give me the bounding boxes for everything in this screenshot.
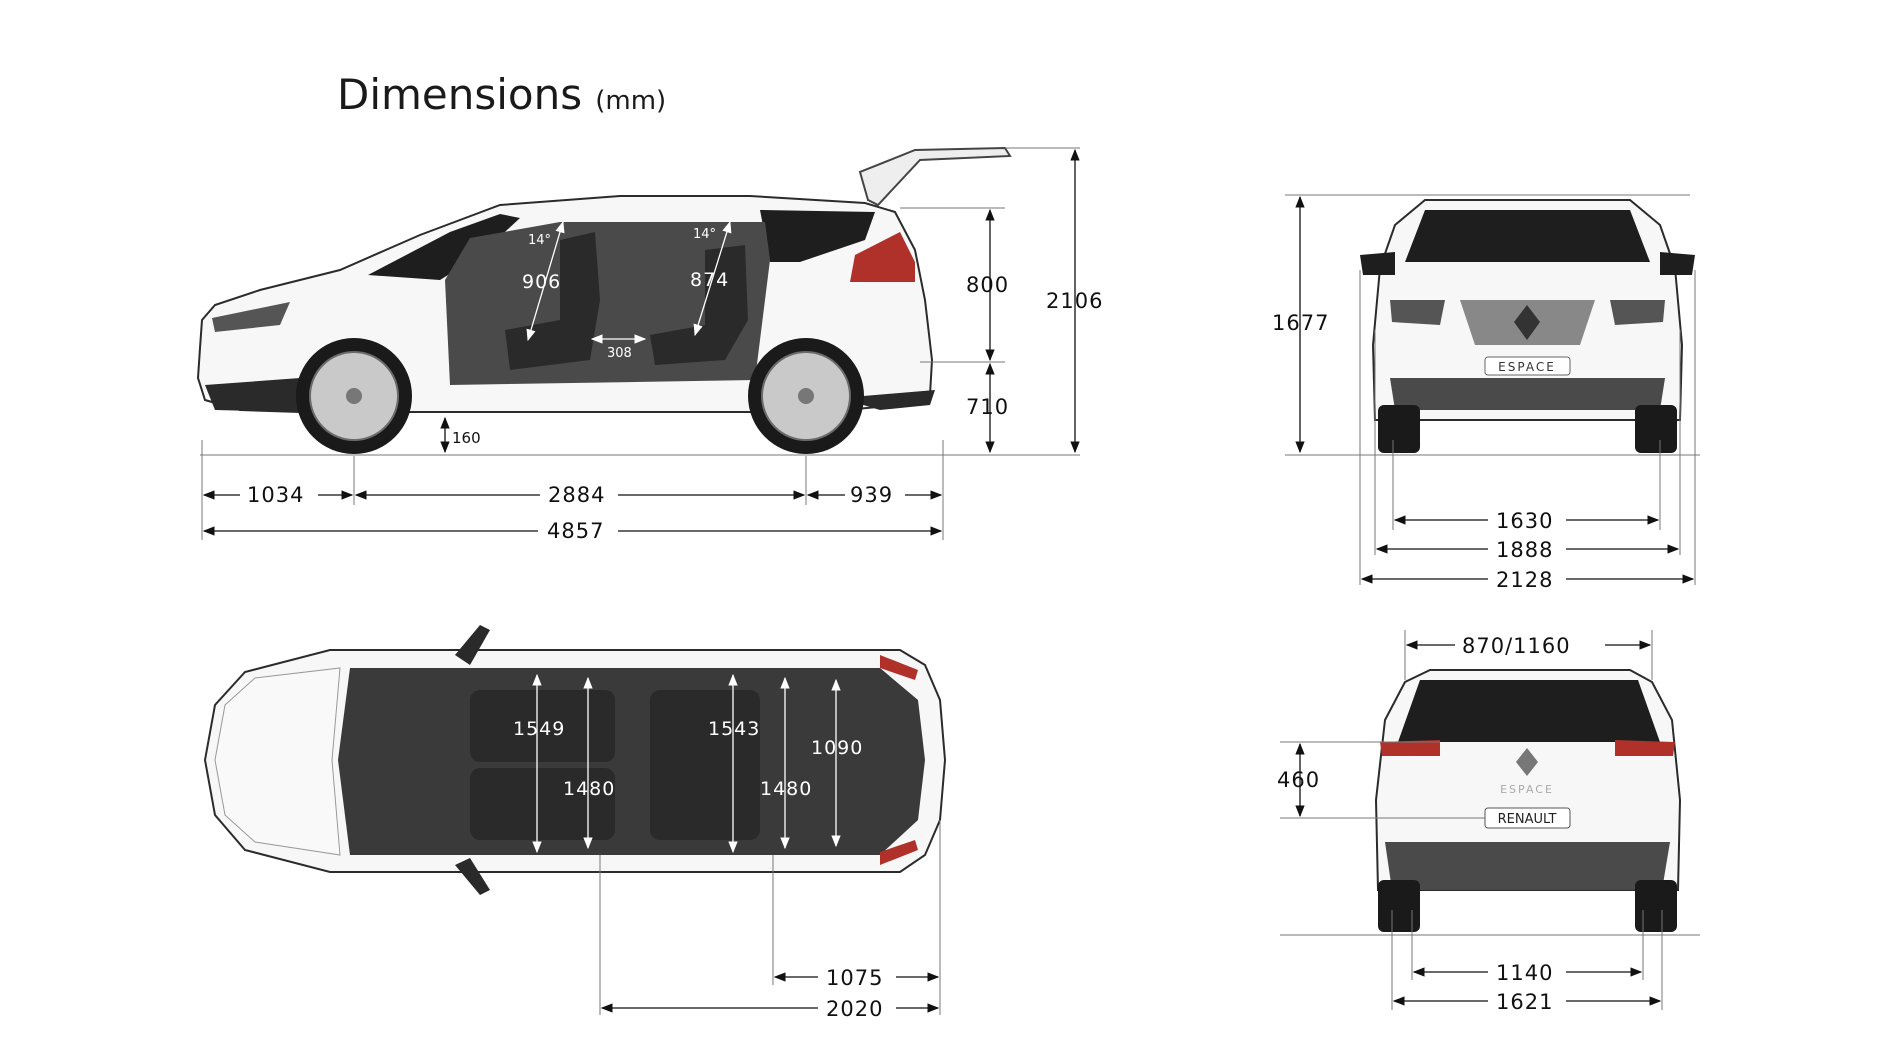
front-wheel — [296, 338, 412, 454]
rear-badge: ESPACE — [1500, 783, 1554, 796]
mirror-top-left — [455, 625, 490, 665]
logo-front — [1514, 305, 1540, 340]
front-badge-plate — [1484, 356, 1571, 376]
logo-rear — [1516, 748, 1538, 776]
front-row-shoulder: 1549 — [513, 718, 565, 740]
second-row-shoulder: 1543 — [708, 718, 760, 740]
rear-track-inner: 1140 — [1496, 961, 1553, 985]
rear-lamp — [850, 232, 915, 282]
sill-height: 460 — [1277, 768, 1320, 792]
boot-length: 1075 — [826, 966, 883, 990]
tail-lamp-top-right — [880, 840, 918, 865]
height-open-tailgate: 2106 — [1046, 289, 1103, 313]
mirror-top-right — [455, 858, 490, 895]
seat-angle-front: 14° — [528, 233, 551, 248]
tailgate-opening: 870/1160 — [1462, 634, 1571, 658]
second-row-seats — [650, 690, 760, 840]
headroom-rear: 874 — [690, 269, 729, 291]
front-overhang: 1034 — [247, 483, 304, 507]
boot-width: 1090 — [811, 737, 863, 759]
headroom-front: 906 — [522, 271, 561, 293]
front-seat-left — [470, 690, 615, 762]
front-height: 1677 — [1272, 311, 1329, 335]
top-bonnet — [214, 667, 341, 856]
rear-overhang: 939 — [850, 483, 893, 507]
overall-length: 4857 — [547, 519, 604, 543]
ground-clearance: 160 — [452, 429, 481, 447]
open-tailgate — [858, 146, 1012, 207]
mirror-right — [1660, 252, 1695, 275]
page-title: Dimensions (mm) — [337, 70, 666, 119]
tail-lamp-top-left — [880, 655, 918, 680]
top-cabin — [338, 668, 925, 855]
windscreen — [368, 214, 520, 280]
seat-slide: 308 — [607, 346, 632, 361]
headlamp-right — [1610, 300, 1665, 325]
front-tyre-left — [1378, 405, 1420, 453]
rear-lamp-left — [1380, 740, 1440, 756]
rear-side-window — [760, 210, 875, 262]
front-seat-right — [470, 768, 615, 840]
front-track: 1630 — [1496, 509, 1553, 533]
side-view: 14° 14° 906 874 308 160 800 710 2106 103… — [196, 146, 1103, 543]
rear-plate-text: RENAULT — [1498, 812, 1557, 827]
front-badge: ESPACE — [1498, 360, 1556, 374]
front-tyre-right — [1635, 405, 1677, 453]
rear-view: ESPACE RENAULT 870/1160 460 1140 1621 — [1277, 630, 1700, 1014]
front-view: ESPACE 1677 1630 1888 2128 — [1272, 194, 1700, 592]
height-upper: 800 — [966, 273, 1009, 297]
rear-window — [1398, 680, 1660, 742]
second-row-hip: 1480 — [760, 778, 812, 800]
mirror-left — [1360, 252, 1395, 275]
rear-lamp-right — [1615, 740, 1675, 756]
height-lower: 710 — [966, 395, 1009, 419]
top-view: 1549 1480 1543 1480 1090 1075 2020 — [203, 625, 947, 1021]
rear-track: 1621 — [1496, 990, 1553, 1014]
front-windscreen — [1405, 210, 1650, 262]
seat-angle-rear: 14° — [693, 227, 716, 242]
overall-width: 1888 — [1496, 538, 1553, 562]
front-row-hip: 1480 — [563, 778, 615, 800]
lower-trim — [205, 378, 300, 412]
front-bumper — [1390, 378, 1665, 410]
width-with-mirrors: 2128 — [1496, 568, 1553, 592]
headlamp-left — [1390, 300, 1445, 325]
rear-tyre-right — [1635, 880, 1677, 932]
wheelbase: 2884 — [548, 483, 605, 507]
head-lamp — [212, 302, 290, 332]
rear-tyre-left — [1378, 880, 1420, 932]
rear-wheel — [748, 338, 864, 454]
rear-bumper-lower — [1385, 842, 1670, 890]
rear-bumper — [840, 390, 935, 410]
load-length: 2020 — [826, 997, 883, 1021]
